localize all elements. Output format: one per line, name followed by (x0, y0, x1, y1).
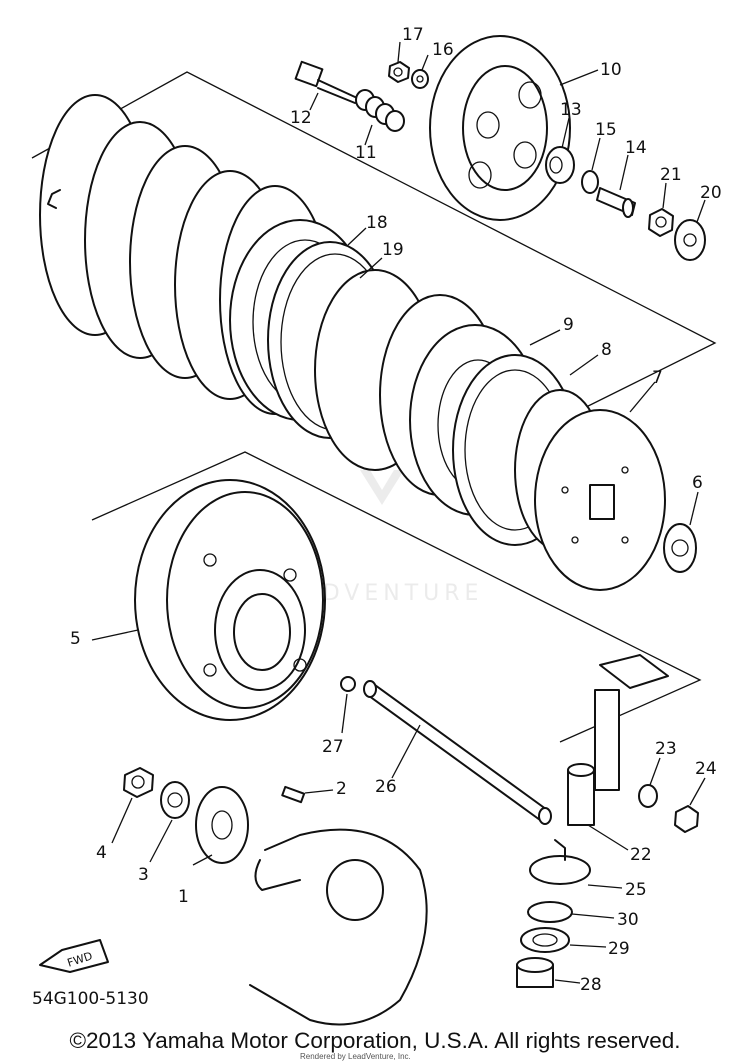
part-24-bolt (674, 805, 699, 833)
part-11-spring (355, 89, 405, 132)
callout-label-10: 10 (600, 60, 622, 80)
part-20-lock-washer (674, 219, 706, 261)
callout-label-7: 7 (652, 368, 663, 388)
part-16-washer (411, 69, 429, 89)
callout-label-22: 22 (630, 845, 652, 865)
drawing-number: 54G100-5130 (32, 989, 149, 1009)
part-4-nut (123, 767, 154, 798)
part-21-nut (648, 208, 674, 237)
crankshaft-outline (249, 828, 428, 1026)
callout-label-15: 15 (595, 120, 617, 140)
callout-label-4: 4 (96, 843, 107, 863)
copyright-notice: ©2013 Yamaha Motor Corporation, U.S.A. A… (69, 1028, 681, 1053)
callout-label-17: 17 (402, 25, 424, 45)
callout-label-12: 12 (290, 108, 312, 128)
part-22-push-lever-shaft (567, 654, 669, 826)
part-10-pressure-plate (429, 35, 571, 221)
fwd-direction-marker: FWD (39, 939, 109, 973)
part-17-nut (388, 61, 410, 83)
callout-label-14: 14 (625, 138, 647, 158)
part-callouts: 1 2 3 4 5 6 7 8 9 10 11 12 13 14 15 16 1 (70, 25, 722, 995)
part-13-collar (545, 146, 575, 184)
callout-label-21: 21 (660, 165, 682, 185)
callout-label-29: 29 (608, 939, 630, 959)
callout-label-6: 6 (692, 473, 703, 493)
callout-label-5: 5 (70, 629, 81, 649)
part-27-ball (340, 676, 356, 692)
part-25-spring (529, 839, 591, 885)
part-28-bushing (516, 957, 554, 988)
callout-label-27: 27 (322, 737, 344, 757)
part-14-push-rod (596, 187, 636, 218)
part-15-circlip (581, 170, 599, 194)
part-6-lock-washer (663, 523, 697, 573)
part-1-primary-drive-gear (195, 786, 249, 864)
friction-plate-stack (39, 94, 331, 415)
part-30-circlip (527, 901, 573, 923)
part-3-lock-washer (160, 781, 190, 819)
render-note: Rendered by LeadVenture, Inc. (300, 1052, 411, 1061)
part-2-key (281, 785, 306, 804)
callout-label-11: 11 (355, 143, 377, 163)
callout-label-18: 18 (366, 213, 388, 233)
part-12-bolt (294, 60, 356, 104)
callout-label-9: 9 (563, 315, 574, 335)
callout-label-25: 25 (625, 880, 647, 900)
part-5-primary-driven-gear (134, 479, 326, 721)
lower-assembly-frame (91, 451, 702, 743)
callout-label-24: 24 (695, 759, 717, 779)
callout-label-16: 16 (432, 40, 454, 60)
callout-label-3: 3 (138, 865, 149, 885)
callout-label-28: 28 (580, 975, 602, 995)
callout-label-2: 2 (336, 779, 347, 799)
callout-label-19: 19 (382, 240, 404, 260)
callout-label-13: 13 (560, 100, 582, 120)
part-7-clutch-boss (514, 389, 666, 591)
part-23-washer (638, 784, 658, 808)
part-29-oil-seal (520, 927, 570, 953)
callout-label-8: 8 (601, 340, 612, 360)
callout-label-26: 26 (375, 777, 397, 797)
part-26-push-rod (363, 680, 552, 825)
callout-label-1: 1 (178, 887, 189, 907)
callout-label-23: 23 (655, 739, 677, 759)
callout-label-30: 30 (617, 910, 639, 930)
callout-label-20: 20 (700, 183, 722, 203)
